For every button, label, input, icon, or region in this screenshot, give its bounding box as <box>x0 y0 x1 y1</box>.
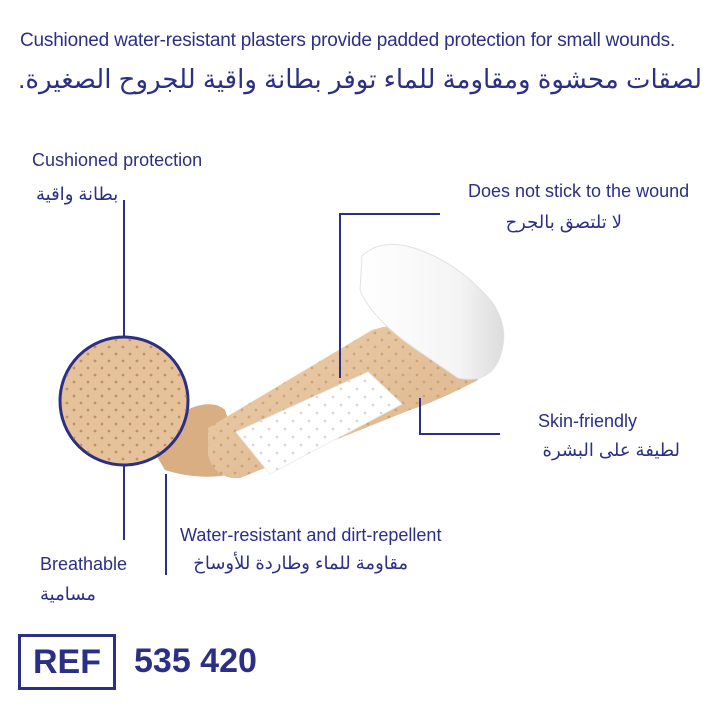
label-no-stick-ar: لا تلتصق بالجرح <box>505 212 622 232</box>
leader-skin <box>419 398 500 435</box>
headline-english: Cushioned water-resistant plasters provi… <box>20 30 676 51</box>
leader-no-stick <box>339 213 440 378</box>
label-no-stick-en: Does not stick to the wound <box>468 181 690 201</box>
ref-number: 535 420 <box>134 642 257 680</box>
label-water-ar: مقاومة للماء وطاردة للأوساخ <box>193 553 408 573</box>
ref-badge: REF <box>18 634 116 690</box>
label-skin-en: Skin-friendly <box>538 411 638 431</box>
label-water-en: Water-resistant and dirt-repellent <box>180 525 442 545</box>
label-breathable-en: Breathable <box>40 554 128 574</box>
protective-liner-curl <box>359 243 505 380</box>
label-skin-ar: لطيفة على البشرة <box>542 440 680 460</box>
headline-arabic: لصقات محشوة ومقاومة للماء توفر بطانة واق… <box>18 64 702 94</box>
label-cushioned-en: Cushioned protection <box>32 150 203 170</box>
label-breathable-ar: مسامية <box>40 584 96 604</box>
wound-pad-texture <box>236 372 402 474</box>
label-cushioned-ar: بطانة واقية <box>36 184 119 204</box>
